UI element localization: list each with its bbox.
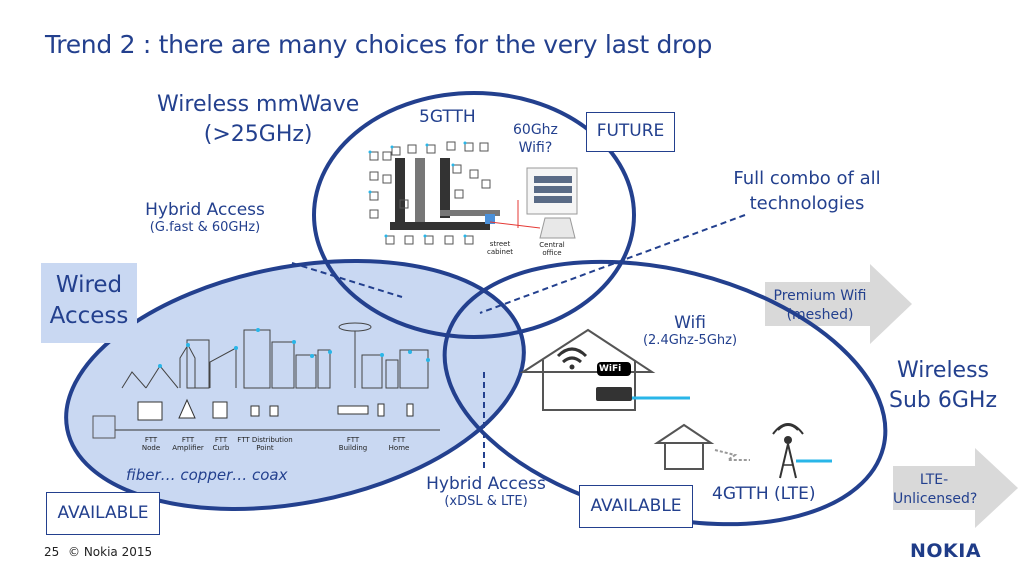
ftt-home-label-1: FTT — [392, 436, 406, 444]
mmwave-street-illustration — [368, 141, 500, 245]
hybrid-access-top-sub: (G.fast & 60GHz) — [149, 220, 261, 235]
skyline-dots — [158, 328, 430, 368]
page-number: 25 — [44, 545, 60, 559]
ftt-dp-label-1: FTT Distribution — [237, 436, 293, 444]
premium-wifi-sub: (meshed) — [786, 307, 854, 323]
nokia-logo: NOKIA — [910, 540, 982, 562]
wired-access-label: Wired Access — [41, 263, 137, 343]
house-tower-illustration — [653, 423, 832, 479]
ftt-curb-label-1: FTT — [214, 436, 228, 444]
lte-unlicensed-arrow — [893, 448, 1018, 528]
fttx-devices — [137, 398, 414, 421]
premium-wifi-label: Premium Wifi — [773, 288, 867, 304]
central-office-label-1: Central — [539, 241, 565, 249]
full-combo-pointer — [479, 214, 746, 314]
ftt-building-label-2: Building — [338, 444, 368, 452]
ftt-home-label-2: Home — [388, 444, 410, 452]
lte-unlicensed-label: LTE- — [919, 472, 949, 488]
ftt-node-label-1: FTT — [144, 436, 158, 444]
wired-label-line1: Wired — [55, 272, 123, 298]
wireless-sub6-freq: Sub 6GHz — [888, 388, 997, 413]
hybrid-access-bottom-label: Hybrid Access — [426, 474, 546, 494]
sixty-ghz-wifi-label: Wifi? — [518, 140, 553, 156]
ftt-building-label-1: FTT — [346, 436, 360, 444]
page-title: Trend 2 : there are many choices for the… — [45, 30, 713, 59]
wifi-freq-label: (2.4Ghz-5Ghz) — [642, 333, 738, 348]
street-cabinet-label-1: street — [489, 240, 511, 248]
wireless-mmwave-freq: (>25GHz) — [203, 122, 313, 147]
hybrid-access-top-label: Hybrid Access — [145, 200, 265, 220]
wired-ellipse — [64, 258, 526, 512]
wifi-label: Wifi — [674, 313, 706, 333]
hybrid-access-bottom-sub: (xDSL & LTE) — [444, 494, 528, 509]
wireless-mmwave-label: Wireless mmWave — [157, 92, 360, 117]
fivegtth-label: 5GTTH — [419, 107, 476, 127]
sixty-ghz-label: 60Ghz — [513, 122, 558, 138]
ftt-dp-label-2: Point — [256, 444, 274, 452]
copyright: © Nokia 2015 — [68, 545, 153, 559]
full-combo-label-2: technologies — [749, 193, 865, 214]
lte-unlicensed-label-2: Unlicensed? — [893, 491, 978, 507]
available-badge-left: AVAILABLE — [46, 492, 160, 535]
wired-label-line2: Access — [49, 303, 129, 329]
ftt-node-label-2: Node — [141, 444, 161, 452]
ftt-curb-label-2: Curb — [212, 444, 230, 452]
fiber-copper-coax-label: fiber… copper… coax — [126, 466, 288, 484]
house-wifi-illustration — [519, 328, 690, 411]
hybrid-top-pointer — [291, 262, 403, 298]
fourgtth-label: 4GTTH (LTE) — [712, 484, 816, 504]
future-badge: FUTURE — [586, 112, 675, 152]
ftt-amplifier-label-2: Amplifier — [172, 444, 204, 452]
ftt-amplifier-label-1: FTT — [181, 436, 195, 444]
premium-wifi-arrow — [765, 264, 912, 344]
mmwave-ellipse — [312, 91, 636, 339]
available-badge-right: AVAILABLE — [579, 485, 693, 528]
wireless-sub6-label: Wireless — [896, 358, 990, 383]
central-office-illustration — [489, 167, 578, 239]
full-combo-label: Full combo of all — [733, 168, 881, 189]
wifi-badge: WiFi — [599, 364, 622, 374]
street-cabinet-label-2: cabinet — [486, 248, 513, 256]
central-office-label-2: office — [542, 249, 562, 257]
